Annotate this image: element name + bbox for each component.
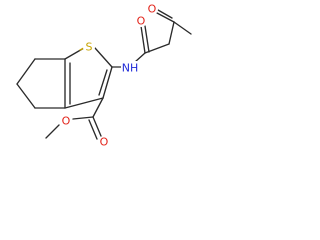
ester-ether-oxygen-label: O (62, 115, 71, 128)
bond-thiophene-c3-c3a (64, 97, 104, 109)
bond-amide-carbonyl-double (144, 25, 150, 53)
bond-ester-carbonyl (92, 116, 102, 137)
bond-carbonyl-ch2 (144, 43, 170, 54)
bond-thiophene-c2-c3 (102, 66, 113, 99)
bond-thiophene-c2-c3-double (98, 69, 108, 96)
bond-c3-ester-carbon (92, 97, 104, 118)
bond-thiophene-s-c2 (94, 47, 113, 68)
bond-ester-carbonyl-double (88, 119, 98, 140)
bond-ketone-carbonyl (156, 12, 175, 23)
bond-ch2-ketone-carbon (168, 21, 175, 45)
molecule-structure-diagram: S NH O O O O (16, 3, 192, 149)
bond-ketone-carbonyl-double (157, 9, 173, 19)
sulfur-atom-label: S (86, 41, 93, 54)
amide-nitrogen-label: NH (122, 62, 139, 75)
bond-cyclopentane-3 (16, 83, 36, 109)
bond-amide-carbonyl (140, 25, 146, 54)
bond-cyclopentane-1 (16, 58, 36, 85)
ketone-oxygen-label: O (148, 3, 157, 16)
bond-ether-methyl (45, 124, 60, 139)
bond-ketone-methyl (173, 21, 192, 35)
bond-nh-carbonyl-carbon (134, 52, 146, 63)
amide-oxygen-label: O (137, 15, 146, 28)
ester-carbonyl-oxygen-label: O (100, 136, 109, 149)
bond-ester-ether (72, 116, 94, 120)
